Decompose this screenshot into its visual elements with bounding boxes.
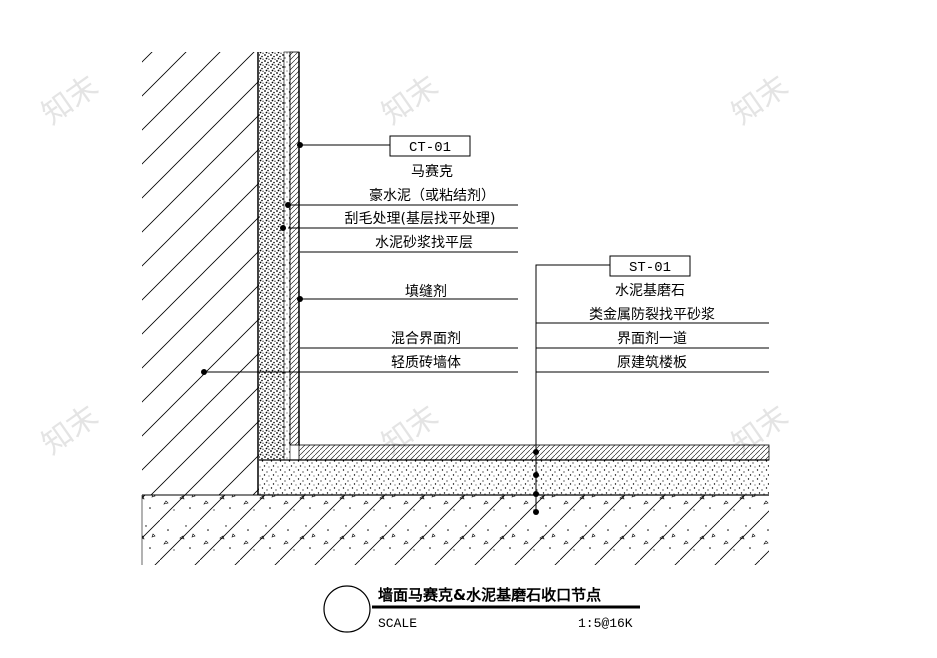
floor-screed-layer <box>259 460 769 495</box>
drawing-title: 墙面马赛克&水泥基磨石收口节点 <box>378 586 601 604</box>
scale-value: 1:5@16K <box>578 616 633 631</box>
watermark-text: 知末 <box>726 69 795 132</box>
leader-dot <box>201 369 207 375</box>
wall-layer-label: 豪水泥（或粘结剂） <box>369 188 495 204</box>
watermark-text: 知末 <box>36 69 105 132</box>
wall-mortar-layer <box>259 52 284 460</box>
leader-dot <box>297 142 303 148</box>
wall-code-label: CT-01 <box>409 140 451 156</box>
watermark-text: 知末 <box>36 399 105 462</box>
wall-layer-label: 填缝剂 <box>405 284 447 300</box>
wall-adhesive-layer <box>283 51 291 461</box>
mosaic-tile-layer <box>289 51 300 446</box>
floor-layer-label: 界面剂一道 <box>617 331 687 347</box>
leader-dot <box>285 202 291 208</box>
wall-layer-label: 轻质砖墙体 <box>391 355 461 371</box>
leader-dot <box>533 472 539 478</box>
wall-layer-label: 刮毛处理(基层找平处理) <box>345 210 496 227</box>
wall-layer-label: 马赛克 <box>411 164 453 180</box>
detail-symbol-circle <box>323 585 371 633</box>
wall-layer-label: 水泥砂浆找平层 <box>375 235 473 251</box>
floor-layer-label: 类金属防裂找平砂浆 <box>589 307 715 323</box>
leader-dot <box>533 491 539 497</box>
brick-wall <box>142 52 259 495</box>
watermark-text: 知末 <box>376 69 445 132</box>
leader-dot <box>533 449 539 455</box>
floor-code-box <box>609 255 691 277</box>
wall-layer-label: 混合界面剂 <box>391 331 461 347</box>
floor-code-label: ST-01 <box>629 260 671 276</box>
leader-dot <box>280 225 286 231</box>
wall-callout <box>204 144 518 373</box>
floor-layer-label: 原建筑楼板 <box>617 355 687 371</box>
wall-code-box <box>389 135 471 157</box>
leader-dot <box>533 509 539 515</box>
floor-callout <box>535 264 769 512</box>
title-block: 墙面马赛克&水泥基磨石收口节点 SCALE 1:5@16K <box>323 585 640 633</box>
structural-slab <box>142 495 769 565</box>
scale-label: SCALE <box>378 616 417 631</box>
leader-dot <box>297 296 303 302</box>
floor-layer-label: 水泥基磨石 <box>615 282 685 299</box>
